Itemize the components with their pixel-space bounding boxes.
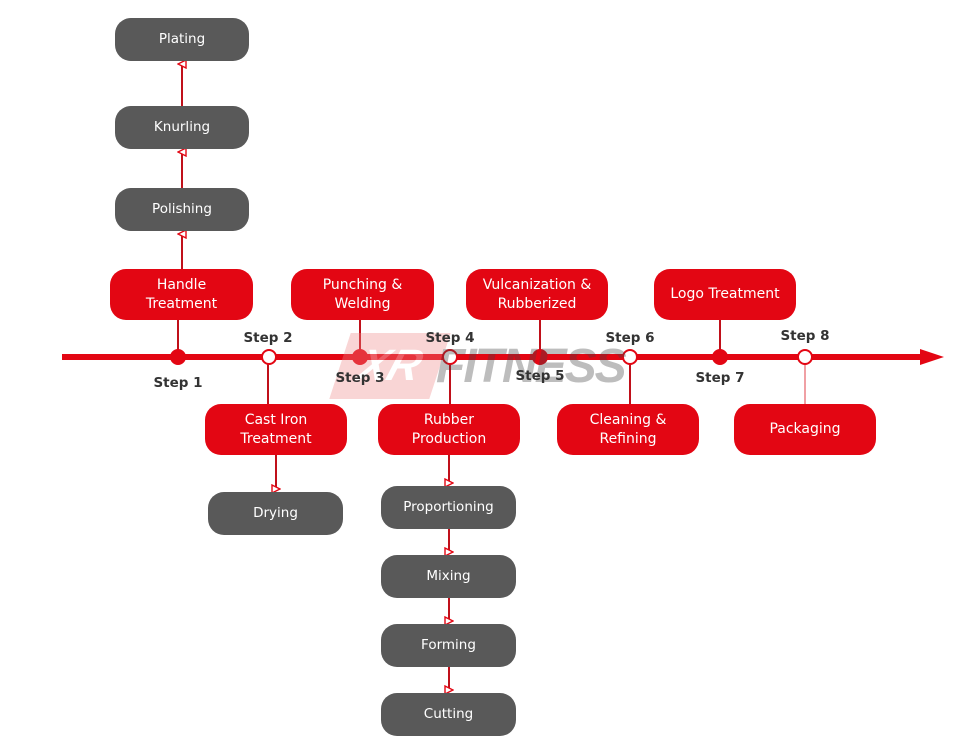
step-label-6: Step 6 bbox=[605, 330, 655, 346]
step2-dot bbox=[261, 349, 277, 365]
node-plating: Plating bbox=[115, 18, 249, 61]
step-label-4: Step 4 bbox=[425, 330, 475, 346]
step3-dot bbox=[352, 349, 368, 365]
node-cast-iron-treatment: Cast Iron Treatment bbox=[205, 404, 347, 455]
step-label-8: Step 8 bbox=[780, 328, 830, 344]
step-label-3: Step 3 bbox=[335, 370, 385, 386]
step1-dot bbox=[170, 349, 186, 365]
node-logo-treatment: Logo Treatment bbox=[654, 269, 796, 320]
node-rubber-production: Rubber Production bbox=[378, 404, 520, 455]
step-label-5: Step 5 bbox=[515, 368, 565, 384]
step6-dot bbox=[622, 349, 638, 365]
step8-dot bbox=[797, 349, 813, 365]
step4-dot bbox=[442, 349, 458, 365]
node-packaging: Packaging bbox=[734, 404, 876, 455]
step-label-7: Step 7 bbox=[695, 370, 745, 386]
node-punching-welding: Punching & Welding bbox=[291, 269, 434, 320]
node-proportioning: Proportioning bbox=[381, 486, 516, 529]
step7-dot bbox=[712, 349, 728, 365]
step-label-2: Step 2 bbox=[243, 330, 293, 346]
node-handle-treatment: Handle Treatment bbox=[110, 269, 253, 320]
node-knurling: Knurling bbox=[115, 106, 249, 149]
timeline-arrowhead bbox=[920, 349, 944, 365]
node-mixing: Mixing bbox=[381, 555, 516, 598]
node-vulcanization: Vulcanization & Rubberized bbox=[466, 269, 608, 320]
node-cleaning-refining: Cleaning & Refining bbox=[557, 404, 699, 455]
node-drying: Drying bbox=[208, 492, 343, 535]
node-forming: Forming bbox=[381, 624, 516, 667]
node-cutting: Cutting bbox=[381, 693, 516, 736]
step-label-1: Step 1 bbox=[153, 375, 203, 391]
step5-dot bbox=[532, 349, 548, 365]
node-polishing: Polishing bbox=[115, 188, 249, 231]
